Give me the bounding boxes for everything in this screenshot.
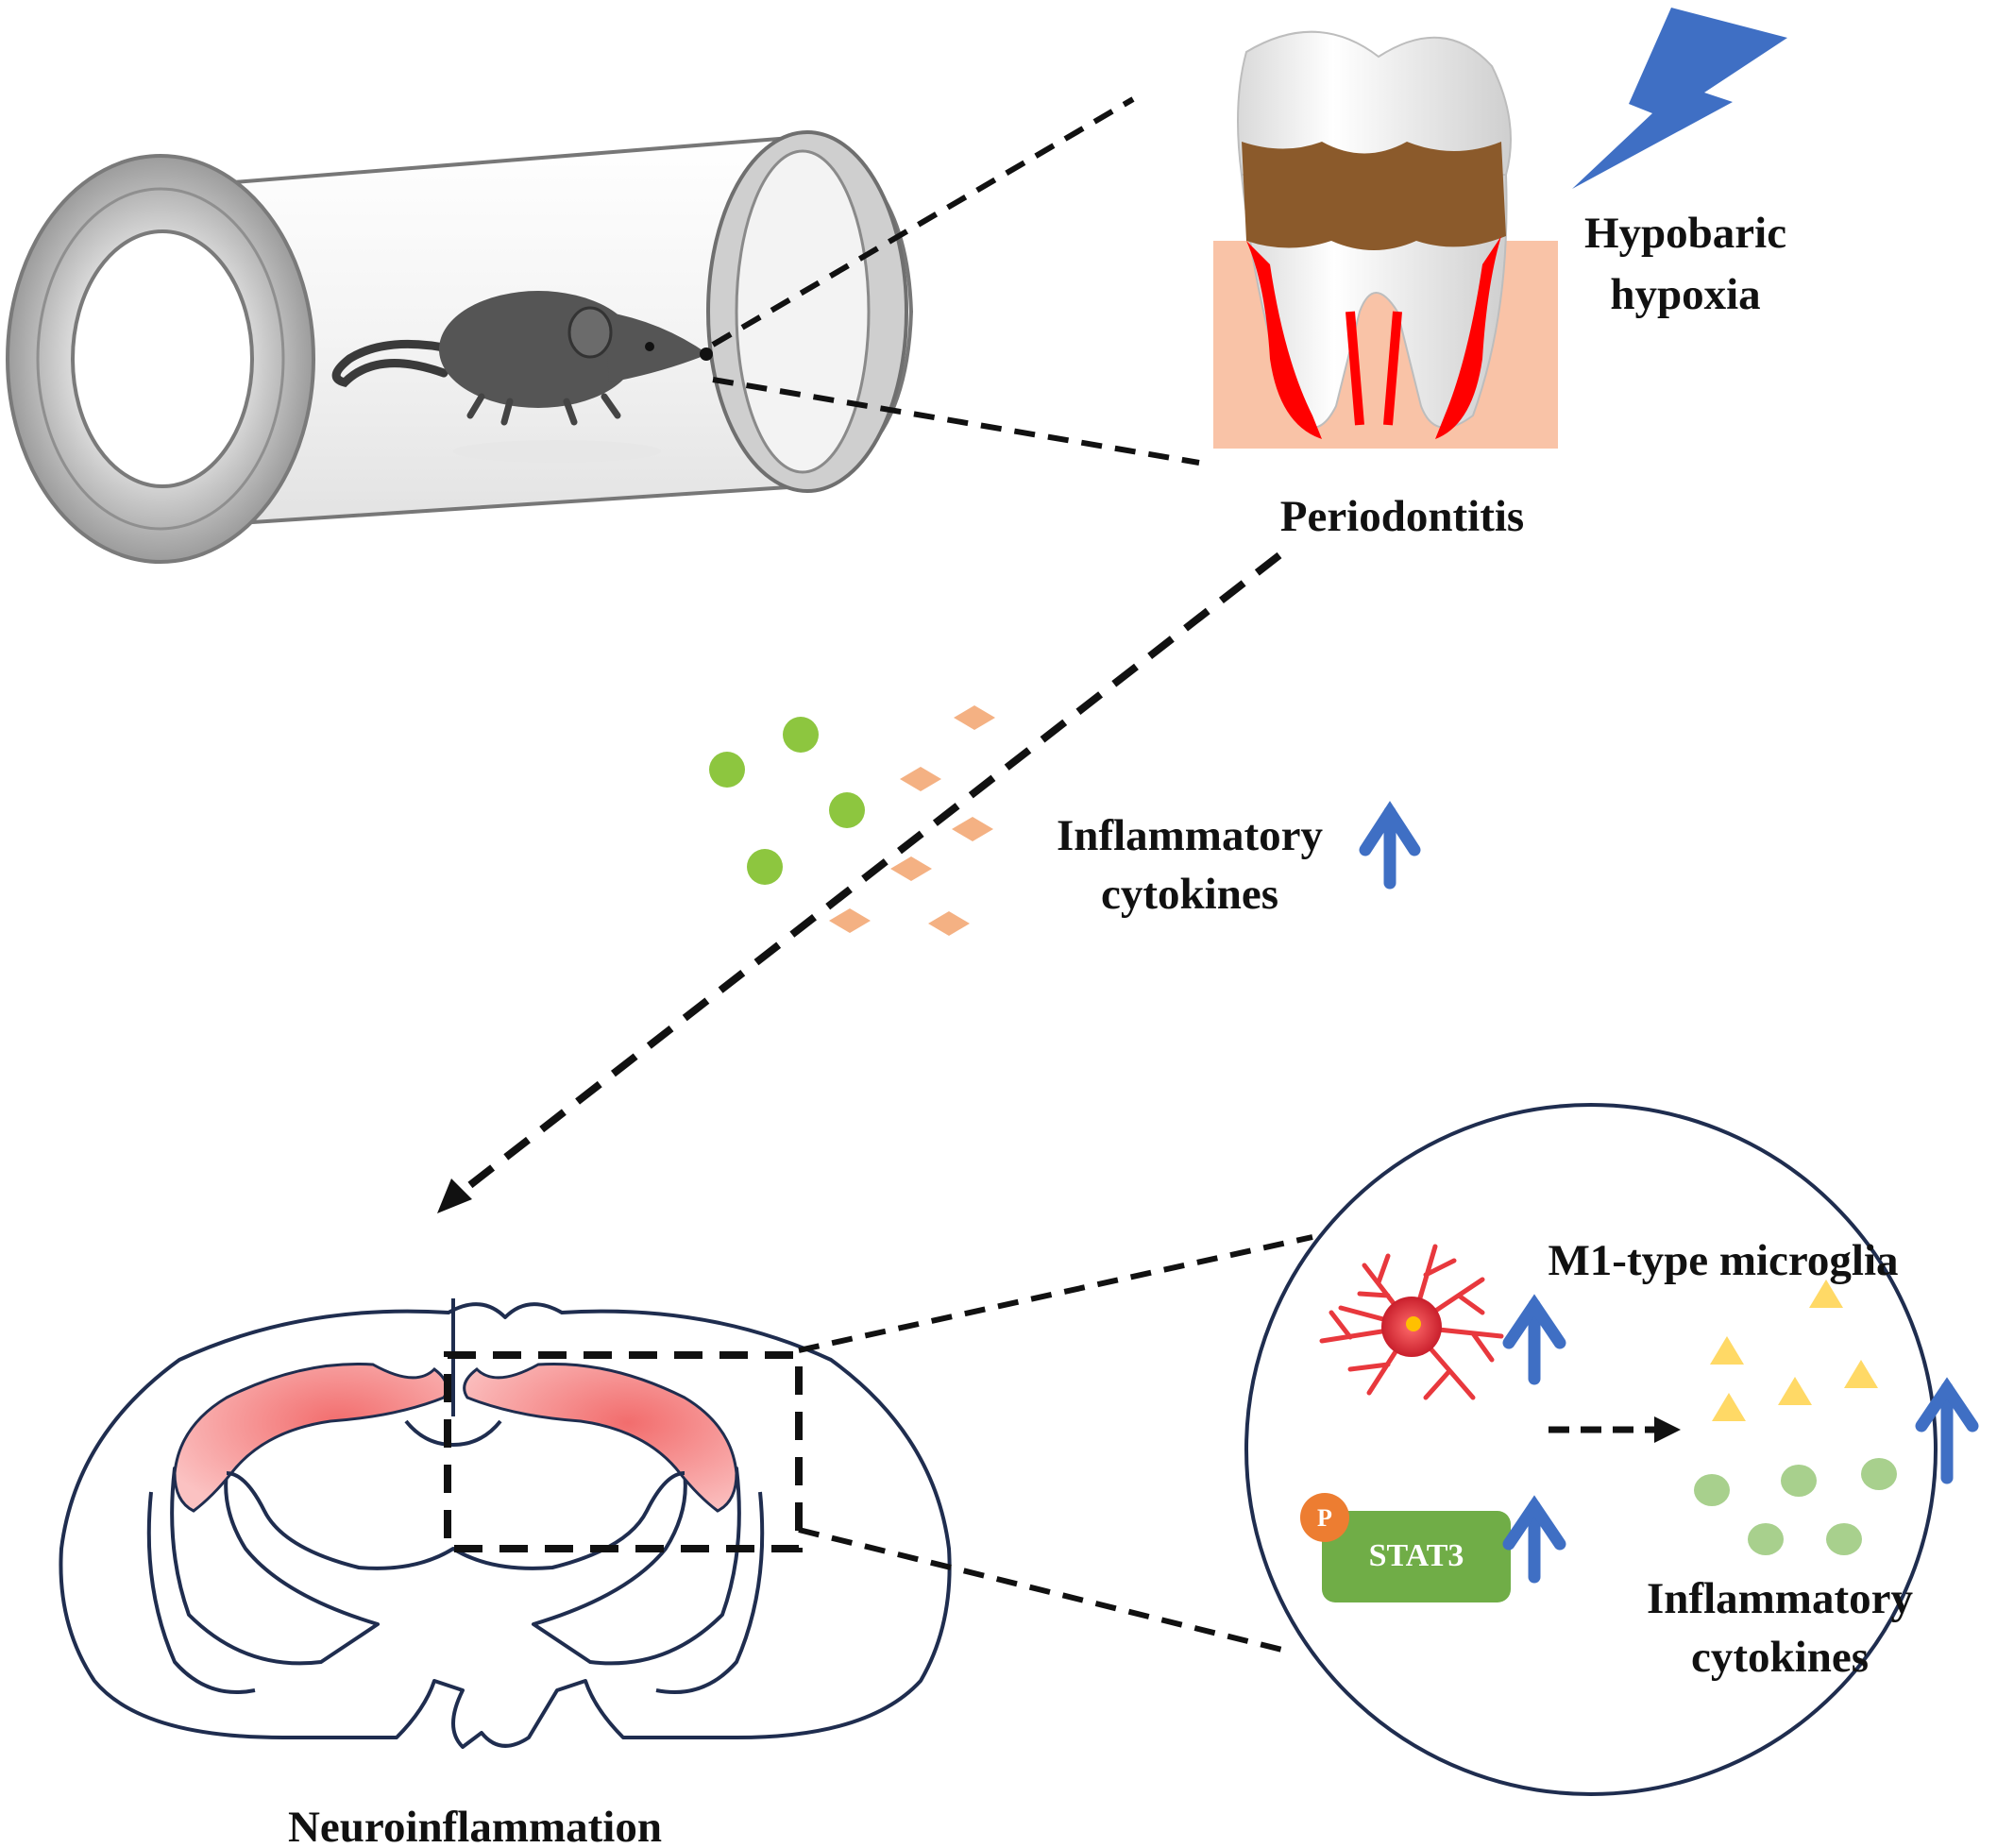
- cytokine-dot: [1861, 1458, 1897, 1490]
- stat3-label: STAT3: [1369, 1538, 1464, 1573]
- mid-cytokines-label-line2: cytokines: [1101, 870, 1278, 919]
- cytokine-dot: [709, 752, 745, 788]
- hypoxia-label-line1: Hypobaric: [1584, 209, 1786, 258]
- cytokine-dot: [1781, 1465, 1817, 1497]
- inset-cytokines-label-line2: cytokines: [1691, 1633, 1869, 1682]
- cytokine-diamond: [900, 767, 941, 791]
- up-arrow-icon: [1915, 1377, 1979, 1484]
- up-arrow-icon: [1359, 801, 1421, 890]
- hypobaric-chamber-icon: [6, 130, 914, 564]
- connector-line: [712, 377, 1200, 466]
- inset-circle: [1244, 1103, 1938, 1796]
- cytokine-dot: [747, 849, 783, 885]
- phospho-circle: [1300, 1493, 1349, 1542]
- connector-line: [711, 96, 1135, 348]
- cytokine-dot: [783, 717, 819, 753]
- hypoxia-label-line2: hypoxia: [1610, 270, 1760, 319]
- zoom-connector: [798, 1527, 1295, 1655]
- brain-section-icon: [59, 1298, 952, 1749]
- cytokine-dot: [829, 792, 865, 828]
- neuroinflammation-label: Neuroinflammation: [288, 1803, 662, 1848]
- tooth-icon: [1213, 30, 1558, 449]
- inset-cytokine-particles: [1694, 1280, 1897, 1555]
- inset-flow-arrowhead: [1654, 1416, 1681, 1443]
- cytokine-triangle: [1710, 1336, 1744, 1365]
- cytokine-particles: [709, 705, 995, 936]
- cytokine-dot: [1694, 1474, 1730, 1506]
- periodontitis-label: Periodontitis: [1280, 492, 1524, 541]
- lightning-icon: [1572, 8, 1787, 189]
- cytokine-triangle: [1778, 1377, 1812, 1405]
- inset-cytokines-label-line1: Inflammatory: [1647, 1574, 1913, 1623]
- flow-arrowhead: [437, 1178, 472, 1213]
- cytokine-triangle: [1809, 1280, 1843, 1308]
- microglia-nucleus: [1406, 1316, 1421, 1331]
- phospho-label: P: [1317, 1504, 1332, 1532]
- cytokine-dot: [1826, 1523, 1862, 1555]
- cytokine-triangle: [1844, 1360, 1878, 1388]
- cytokine-diamond: [890, 856, 932, 881]
- cytokine-diamond: [829, 908, 871, 933]
- flow-arrow-line: [455, 551, 1282, 1198]
- stat3-box: [1322, 1511, 1511, 1602]
- cytokine-diamond: [952, 817, 993, 841]
- cytokine-diamond: [954, 705, 995, 730]
- cytokine-diamond: [928, 911, 970, 936]
- cytokine-triangle: [1712, 1393, 1746, 1421]
- microglia-label: M1-type microglia: [1548, 1236, 1898, 1285]
- zoom-connector: [798, 1234, 1313, 1353]
- mid-cytokines-label-line1: Inflammatory: [1057, 811, 1323, 860]
- up-arrow-icon: [1502, 1294, 1566, 1385]
- mouse-icon: [331, 291, 713, 463]
- up-arrow-icon: [1502, 1495, 1566, 1584]
- cytokine-dot: [1748, 1523, 1784, 1555]
